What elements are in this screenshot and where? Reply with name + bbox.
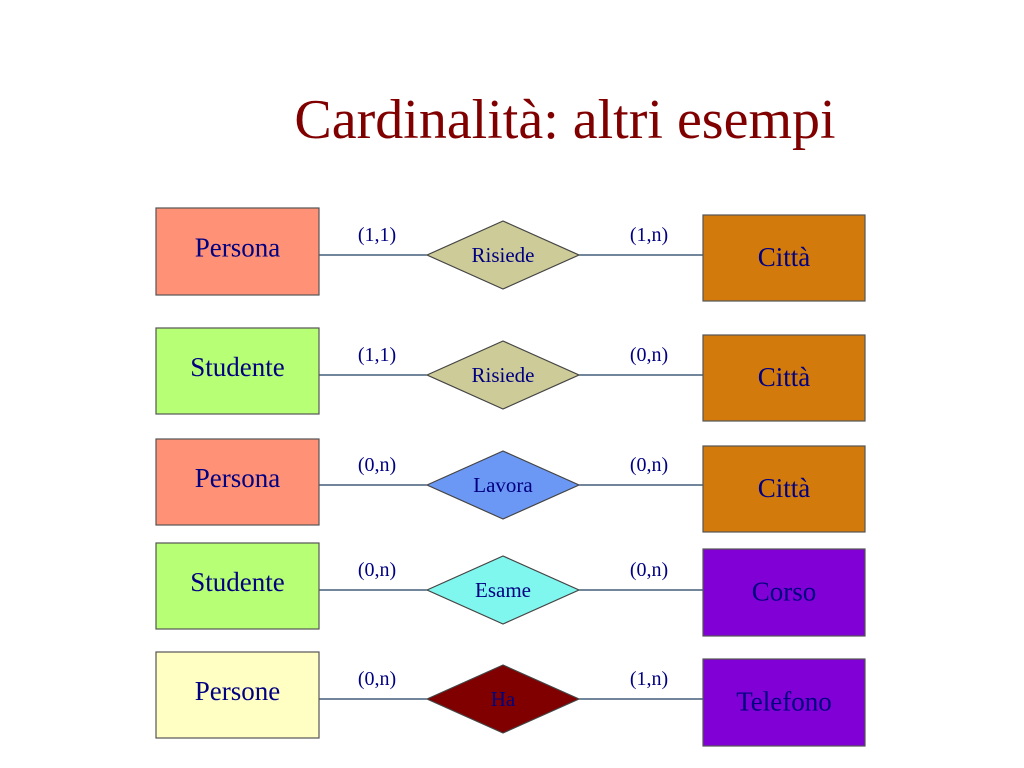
cardinality-right: (0,n): [630, 559, 668, 581]
cardinality-right: (1,n): [630, 224, 668, 246]
relationship-diamond[interactable]: [425, 220, 581, 290]
entity-box-left[interactable]: [155, 651, 320, 739]
cardinality-right: (0,n): [630, 344, 668, 366]
entity-label-left: Persone: [195, 676, 280, 706]
relationship-diamond[interactable]: [425, 555, 581, 625]
entity-box-right[interactable]: [702, 658, 866, 747]
entity-label-left: Persona: [195, 233, 280, 263]
entity-box-right[interactable]: [702, 445, 866, 533]
relationship-label: Esame: [475, 578, 531, 602]
relationship-diamond[interactable]: [425, 340, 581, 410]
entity-label-right: Corso: [752, 577, 817, 607]
relationship-label: Ha: [491, 687, 516, 711]
entity-label-right: Città: [758, 242, 811, 272]
entity-label-right: Città: [758, 473, 811, 503]
entity-box-left[interactable]: [155, 207, 320, 296]
entity-box-right[interactable]: [702, 548, 866, 637]
entity-label-right: Città: [758, 362, 811, 392]
entity-box-right[interactable]: [702, 214, 866, 302]
entity-label-right: Telefono: [736, 687, 832, 717]
relationship-diamond[interactable]: [425, 664, 581, 734]
slide-title: Cardinalità: altri esempi: [294, 89, 836, 151]
relationship-diamond[interactable]: [425, 450, 581, 520]
entity-box-left[interactable]: [155, 438, 320, 526]
cardinality-right: (1,n): [630, 668, 668, 690]
entity-box-left[interactable]: [155, 327, 320, 415]
cardinality-left: (0,n): [358, 454, 396, 476]
cardinality-left: (1,1): [358, 224, 396, 246]
entity-label-left: Studente: [190, 352, 285, 382]
entity-box-left[interactable]: [155, 542, 320, 630]
cardinality-left: (0,n): [358, 668, 396, 690]
entity-label-left: Persona: [195, 463, 280, 493]
cardinality-right: (0,n): [630, 454, 668, 476]
relationship-label: Lavora: [473, 473, 533, 497]
entity-box-right[interactable]: [702, 334, 866, 422]
relationship-label: Risiede: [472, 363, 535, 387]
cardinality-left: (0,n): [358, 559, 396, 581]
entity-label-left: Studente: [190, 567, 285, 597]
cardinality-left: (1,1): [358, 344, 396, 366]
relationship-label: Risiede: [472, 243, 535, 267]
